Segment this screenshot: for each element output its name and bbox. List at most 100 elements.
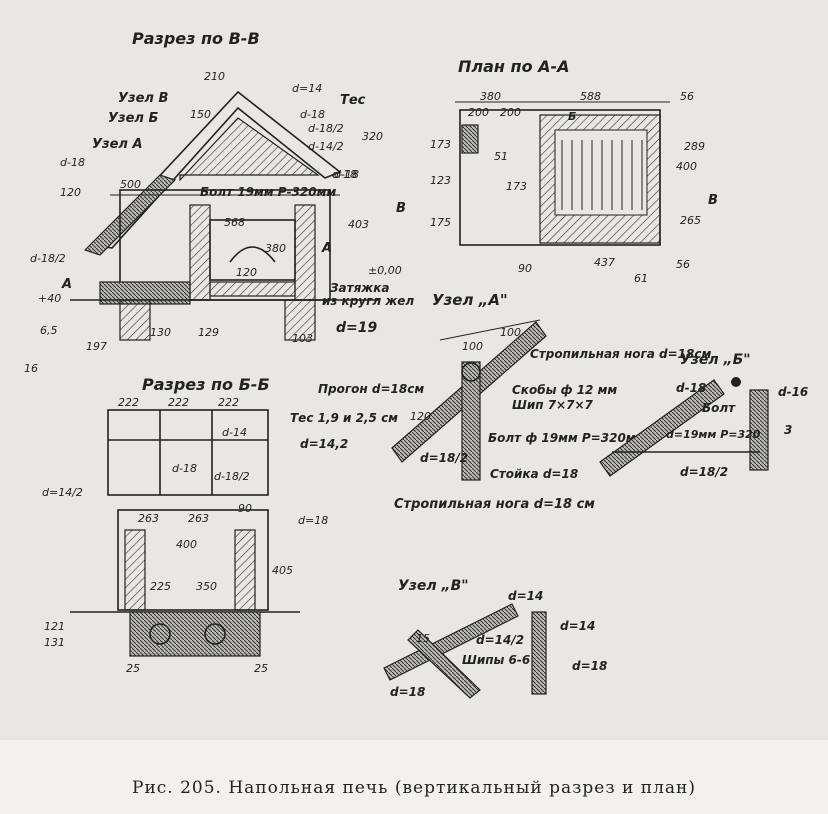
technical-drawing: Разрез по В-В Узел В Узел Б Узел А Тес Б…: [0, 0, 828, 740]
node-b-post: [749, 389, 769, 471]
dim-bb-8: d=18: [298, 514, 328, 527]
dim-vv-16: 568: [224, 216, 245, 229]
bb-foundation: [129, 611, 261, 657]
section-bb-title: Разрез по Б-Б: [142, 375, 270, 394]
dim-plan-7: 123: [430, 174, 451, 187]
node-a-label-3: Шип 7×7×7: [512, 398, 594, 412]
node-a-label-2: Скобы ф 12 мм: [512, 383, 617, 397]
node-b: Узел „Б" d-18 d-16 Болт d=19мм Р=320 3 d…: [599, 352, 808, 479]
node-v-label-5: d=18: [572, 659, 607, 673]
dim-node-a-2: 120: [410, 410, 431, 423]
node-b-label-0: d-18: [676, 381, 706, 395]
node-v-label-3: d=14/2: [476, 633, 524, 647]
dim-bb-13: 131: [44, 636, 65, 649]
dim-vv-8: 500: [120, 178, 141, 191]
node-v-label-0: d=14: [508, 589, 543, 603]
dim-bb-top-1: 222: [168, 396, 189, 409]
plan-corner-post: [461, 124, 479, 154]
node-a-label-8: Стойка d=18: [490, 467, 578, 481]
mark-plan-b-right: В: [708, 193, 718, 208]
dim-vv-11: d-18/2: [30, 252, 66, 265]
dim-bb-10: 225: [150, 580, 171, 593]
dim-bb-1: d-18: [172, 462, 197, 475]
dim-bb-9: 405: [272, 564, 293, 577]
node-v: Узел „В" d=14 d=14 15 d=14/2 Шипы 6-6 d=…: [383, 578, 607, 699]
dim-vv-24: ±0,00: [368, 264, 402, 277]
dim-vv-9: 120: [60, 186, 81, 199]
dim-vv-23: 403: [348, 218, 369, 231]
label-zatyazhka-1: Затяжка: [330, 281, 389, 295]
label-tes: Тес: [340, 93, 366, 108]
dim-plan-15: 61: [634, 272, 648, 285]
node-v-label-4: Шипы 6-6: [462, 653, 530, 667]
plan-aa-title: План по А-А: [458, 57, 570, 76]
label-bolt: Болт 19мм Р-320мм: [200, 185, 336, 199]
node-b-title: Узел „Б": [680, 352, 751, 368]
node-a: Узел „А" 100 100 120 Стропильная нога d=…: [290, 291, 711, 512]
label-uzel-a: Узел А: [92, 137, 143, 152]
node-a-label-9: Стропильная нога d=18 см: [394, 497, 595, 512]
node-v-label-2: 15: [416, 632, 430, 645]
section-bb: Разрез по Б-Б 222 222 222 d-14 d-18 d-18…: [42, 375, 328, 675]
oven-wall-left: [189, 204, 211, 301]
dim-vv-25: d=19: [336, 320, 377, 336]
dim-vv-1: d=14: [292, 82, 322, 95]
node-a-label-5: d=14,2: [300, 437, 348, 451]
dim-vv-6: 320: [362, 130, 383, 143]
label-uzel-v: Узел В: [118, 91, 168, 106]
node-a-dim-line: [439, 319, 541, 341]
node-v-rafter-right: [407, 629, 481, 699]
dim-vv-17: 380: [265, 242, 286, 255]
oven-chamber: [209, 219, 296, 281]
dim-bb-3: d=14/2: [42, 486, 83, 499]
bb-vent-left: [149, 623, 171, 645]
dim-plan-12: 265: [680, 214, 701, 227]
dim-plan-6: 173: [430, 138, 451, 151]
dim-bb-15: 25: [254, 662, 268, 675]
dim-vv-21: 103: [292, 332, 313, 345]
dim-vv-4: d-18/2: [308, 122, 344, 135]
dim-plan-2: 200: [468, 106, 489, 119]
dim-bb-5: 263: [188, 512, 209, 525]
dim-plan-4: 56: [680, 90, 694, 103]
node-v-label-6: d=18: [390, 685, 425, 699]
dim-vv-12: +40: [38, 292, 61, 305]
dim-bb-top-0: 222: [118, 396, 139, 409]
label-uzel-b: Узел Б: [108, 111, 158, 126]
node-a-title: Узел „А": [432, 291, 508, 309]
dim-bb-top-2: 222: [218, 396, 239, 409]
node-b-label-2: Болт: [702, 401, 736, 415]
dim-vv-5: d-14/2: [308, 140, 344, 153]
node-a-label-6: d=18/2: [420, 451, 468, 465]
gable-hatch: [179, 117, 320, 182]
node-b-label-5: d=18/2: [680, 465, 728, 479]
node-b-marker-icon: [731, 377, 741, 387]
section-vv: Разрез по В-В Узел В Узел Б Узел А Тес Б…: [24, 29, 414, 375]
bb-wall-right: [234, 529, 256, 611]
node-b-label-4: 3: [784, 423, 792, 437]
dim-vv-7: d-18: [334, 168, 359, 181]
bb-vent-right: [204, 623, 226, 645]
dim-plan-5: 51: [494, 150, 508, 163]
dim-vv-13: 6,5: [40, 324, 58, 337]
node-b-label-3: d=19мм Р=320: [666, 428, 761, 441]
dim-plan-14: 437: [594, 256, 615, 269]
dim-plan-8: 173: [506, 180, 527, 193]
dim-plan-0: 380: [480, 90, 501, 103]
node-a-label-1: Прогон d=18см: [318, 382, 424, 396]
dim-vv-20: 129: [198, 326, 219, 339]
dim-plan-9: 175: [430, 216, 451, 229]
node-a-purlin: [461, 362, 481, 382]
dim-bb-4: 263: [138, 512, 159, 525]
dim-vv-19: 130: [150, 326, 171, 339]
foundation-right: [284, 299, 316, 341]
dim-plan-16: 56: [676, 258, 690, 271]
node-v-rafter-left: [383, 603, 519, 681]
dim-plan-10: 400: [676, 160, 697, 173]
node-a-label-0: Стропильная нога d=18см: [530, 347, 711, 361]
dim-bb-11: 350: [196, 580, 217, 593]
dim-bb-6: 90: [238, 502, 252, 515]
dim-vv-10: d-18: [60, 156, 85, 169]
bb-wall-left: [124, 529, 146, 611]
